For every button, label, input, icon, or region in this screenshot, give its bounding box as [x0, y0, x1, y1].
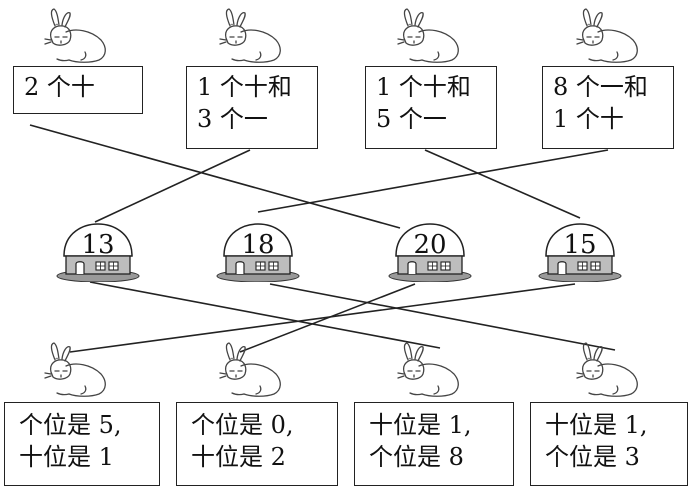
- rabbit-icon: [572, 342, 644, 402]
- card-line: 1 个十和: [197, 73, 292, 101]
- bottom-card-2: 个位是 0, 十位是 2: [176, 402, 338, 486]
- card-line: 十位是 1,: [369, 411, 472, 439]
- house-number: 15: [563, 230, 597, 260]
- card-line: 十位是 1: [19, 443, 114, 471]
- rabbit-icon: [215, 342, 287, 402]
- rabbit-icon: [215, 8, 287, 68]
- top-card-2: 1 个十和 3 个一: [186, 66, 318, 149]
- bottom-card-4: 十位是 1, 个位是 3: [530, 402, 688, 486]
- rabbit-icon: [40, 8, 112, 68]
- card-line: 十位是 1,: [545, 411, 648, 439]
- card-line: 2 个十: [24, 73, 95, 101]
- line-top4-house18: [257, 149, 609, 213]
- house-number: 20: [413, 230, 447, 260]
- card-line: 个位是 0,: [191, 411, 294, 439]
- card-line: 5 个一: [376, 105, 447, 133]
- top-card-4: 8 个一和 1 个十: [542, 66, 674, 149]
- bottom-card-3: 十位是 1, 个位是 8: [354, 402, 514, 486]
- card-line: 个位是 5,: [19, 411, 122, 439]
- bottom-card-1: 个位是 5, 十位是 1: [4, 402, 160, 486]
- line-top3-house15: [424, 149, 581, 219]
- rabbit-icon: [40, 342, 112, 402]
- top-card-1: 2 个十: [13, 66, 143, 114]
- card-line: 1 个十: [553, 105, 624, 133]
- card-line: 8 个一和: [553, 73, 648, 101]
- card-line: 十位是 2: [191, 443, 286, 471]
- line-house13-bottom3: [89, 281, 441, 349]
- line-house18-bottom4: [269, 283, 616, 351]
- house-number: 18: [241, 230, 275, 260]
- card-line: 个位是 8: [369, 443, 464, 471]
- house-number: 13: [81, 230, 115, 260]
- rabbit-icon: [393, 342, 465, 402]
- rabbit-icon: [572, 8, 644, 68]
- line-top2-house13: [94, 149, 251, 223]
- line-house15-bottom1: [69, 283, 576, 353]
- line-top1-house20: [29, 124, 401, 229]
- house-18: 18: [216, 222, 300, 282]
- house-20: 20: [388, 222, 472, 282]
- rabbit-icon: [393, 8, 465, 68]
- card-line: 个位是 3: [545, 443, 640, 471]
- house-13: 13: [56, 222, 140, 282]
- card-line: 3 个一: [197, 105, 268, 133]
- top-card-3: 1 个十和 5 个一: [365, 66, 497, 149]
- house-15: 15: [538, 222, 622, 282]
- card-line: 1 个十和: [376, 73, 471, 101]
